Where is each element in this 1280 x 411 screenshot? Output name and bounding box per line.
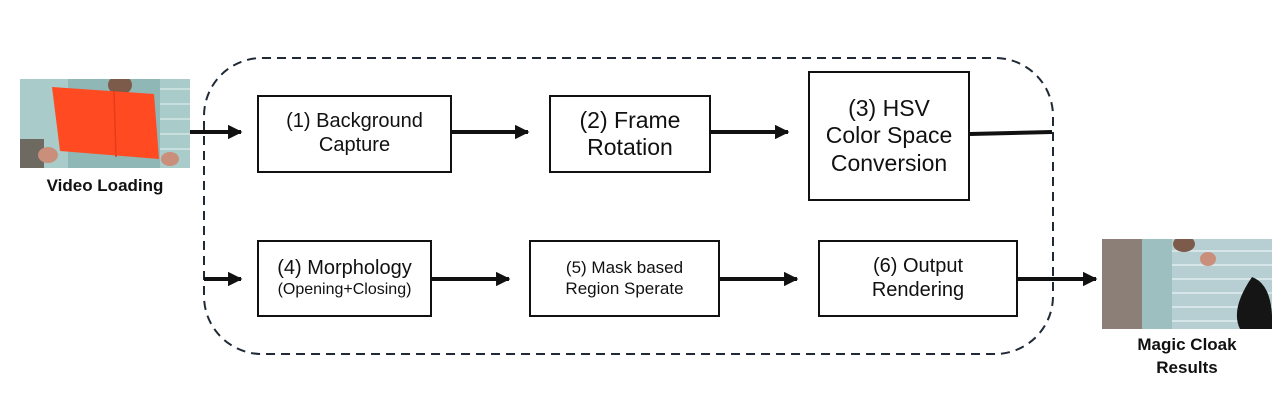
input-caption: Video Loading bbox=[46, 176, 164, 195]
step-2-label-line1: (2) Frame bbox=[579, 106, 681, 133]
input-video-thumbnail bbox=[20, 79, 190, 168]
step-1-label-line2: Capture bbox=[318, 134, 391, 156]
step-4-label-line2: (Opening+Closing) bbox=[277, 280, 412, 298]
output-caption: Magic Cloak Results bbox=[1102, 334, 1272, 380]
step-2-label-line2: Rotation bbox=[587, 134, 673, 160]
step-3-label-line3: Conversion bbox=[830, 149, 948, 176]
step-3-hsv-conversion: (3) HSV Color Space Conversion bbox=[808, 71, 970, 201]
step-6-output-rendering: (6) Output Rendering bbox=[818, 240, 1018, 317]
step-5-label-line2: Region Sperate bbox=[565, 278, 684, 298]
step-1-label-line1: (1) Background bbox=[286, 110, 423, 133]
step-4-label-line1: (4) Morphology bbox=[277, 257, 412, 280]
output-result-thumbnail bbox=[1102, 239, 1272, 329]
step-2-frame-rotation: (2) Frame Rotation bbox=[549, 95, 711, 173]
step-1-background-capture: (1) Background Capture bbox=[257, 95, 452, 173]
step-4-morphology: (4) Morphology (Opening+Closing) bbox=[257, 240, 432, 317]
line-step3-exit bbox=[969, 130, 1053, 136]
step-3-label-line2: Color Space bbox=[825, 122, 953, 149]
step-6-label-line1: (6) Output bbox=[872, 254, 964, 277]
step-6-label-line2: Rendering bbox=[871, 278, 965, 301]
processing-group-border bbox=[203, 57, 1054, 355]
step-5-mask-region-separate: (5) Mask based Region Sperate bbox=[529, 240, 720, 317]
output-caption-line1: Magic Cloak bbox=[1137, 335, 1237, 354]
output-caption-line2: Results bbox=[1156, 357, 1218, 377]
step-5-label-line1: (5) Mask based bbox=[565, 258, 684, 278]
step-3-label-line1: (3) HSV bbox=[848, 95, 930, 122]
